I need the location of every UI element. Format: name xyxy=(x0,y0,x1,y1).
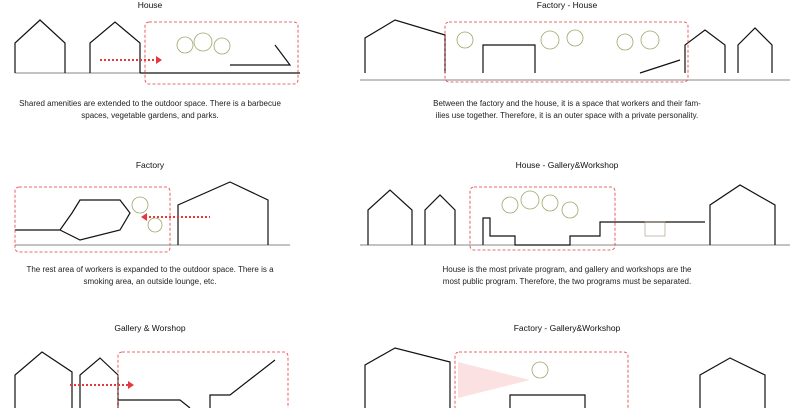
panel-title-factory: Factory xyxy=(135,160,165,170)
diagram-factory xyxy=(14,181,290,253)
caption-line: House is the most private program, and g… xyxy=(442,265,692,274)
caption-line: ilies use together. Therefore, it is an … xyxy=(435,111,699,120)
diagram-house-gallery xyxy=(360,184,790,251)
panel-title-house: House xyxy=(137,0,163,10)
diagram-factory-house xyxy=(360,19,790,83)
diagram-house xyxy=(14,19,300,85)
caption-line: most public program. Therefore, the two … xyxy=(442,277,692,286)
caption-line: spaces, vegetable gardens, and parks. xyxy=(81,111,219,120)
caption-house-gallery: House is the most private program, and g… xyxy=(417,264,717,288)
diagram-gallery-workshop xyxy=(14,351,289,408)
caption-line: smoking area, an outside lounge, etc. xyxy=(83,277,217,286)
caption-line: The rest area of workers is expanded to … xyxy=(26,265,274,274)
caption-line: Between the factory and the house, it is… xyxy=(433,99,701,108)
panel-title-factory-house: Factory - House xyxy=(536,0,598,10)
caption-line: Shared amenities are extended to the out… xyxy=(19,99,281,108)
caption-factory: The rest area of workers is expanded to … xyxy=(0,264,300,288)
diagram-factory-gallery xyxy=(364,347,766,408)
caption-factory-house: Between the factory and the house, it is… xyxy=(417,98,717,122)
caption-house: Shared amenities are extended to the out… xyxy=(0,98,300,122)
panel-title-factory-gallery: Factory - Gallery&Workshop xyxy=(513,323,621,333)
panel-title-house-gallery: House - Gallery&Workshop xyxy=(515,160,619,170)
panel-title-gallery-workshop: Gallery & Worshop xyxy=(114,323,186,333)
